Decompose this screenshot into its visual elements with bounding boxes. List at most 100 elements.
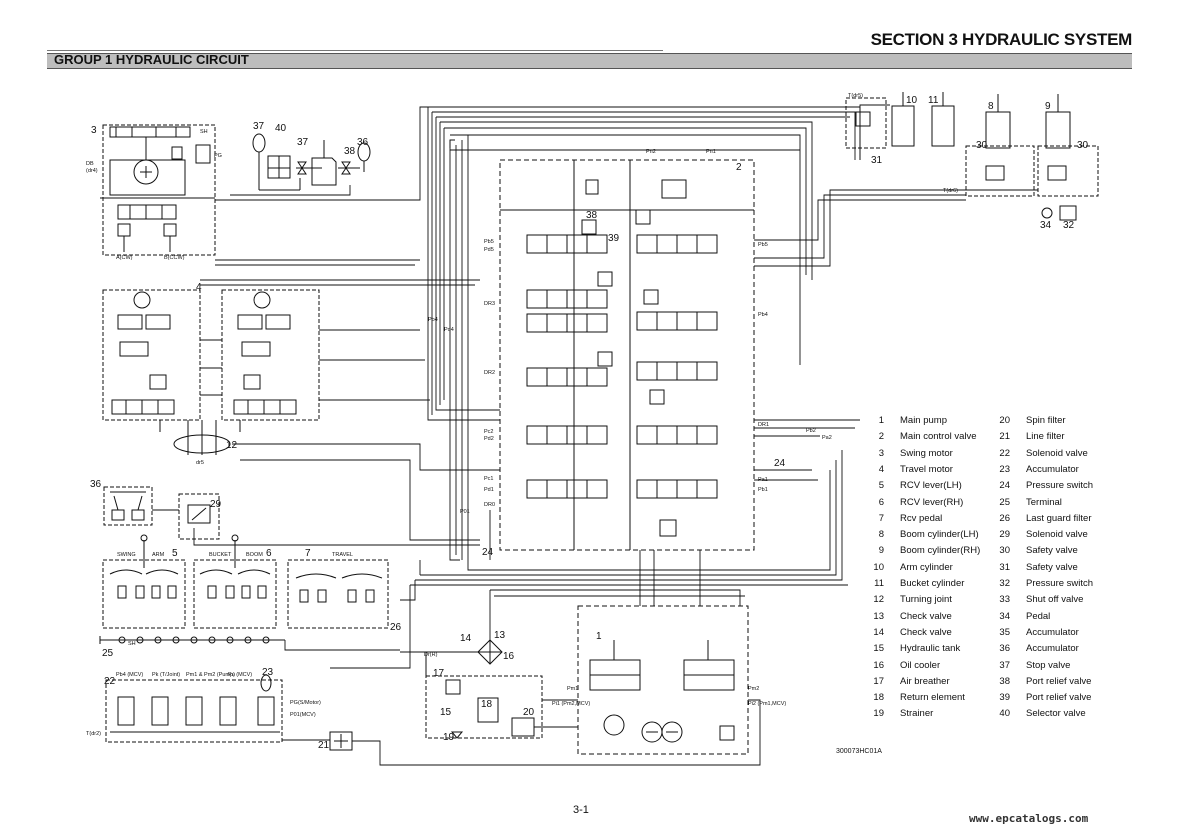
legend-number: 19 [873,708,884,720]
callout-19: 19 [443,732,455,743]
legend-component-name: Return element [900,692,965,704]
callout-14: 14 [460,633,472,644]
legend-component-name: Spin filter [1026,415,1066,426]
legend-number: 21 [999,431,1010,443]
legend-number: 22 [999,447,1010,459]
label-t-dr6: T(dr6) [943,188,958,194]
label-dr5: dr5 [196,460,204,466]
label-pc2: Pc2 [484,429,493,435]
label-pa2: Pa2 [822,435,832,441]
legend-number: 11 [874,578,884,589]
legend-component-name: Stop valve [1026,659,1071,671]
turning-joint [159,420,241,455]
callout-33: 34 [1040,220,1052,231]
callout-9: 9 [1045,101,1051,112]
legend-number: 13 [873,610,884,622]
main-pump [577,605,749,755]
component-numbers: 3 4 12 36 29 5 6 7 25 26 22 23 21 37 40 … [90,95,1089,751]
label-pb2: Pb2 [806,428,816,434]
label-pb5-r: Pb5 [758,242,768,248]
legend-number: 35 [999,626,1010,638]
label-p01: P01 [460,509,470,515]
legend-number: 37 [999,659,1010,671]
legend-component-name: Bucket cylinder [900,578,965,589]
label-bucket: BUCKET [209,552,232,558]
label-pu-mcv: Pu (MCV) [228,672,252,678]
label-pn1: Pn1 [706,149,716,155]
rcv-levers-block [99,534,389,644]
legend-component-name: Swing motor [900,447,953,459]
label-t-dr5: T(dr5) [848,93,863,99]
legend-component-name: Main pump [900,415,947,426]
legend-number: 33 [999,594,1010,606]
label-boom: BOOM [246,552,263,558]
legend-number: 15 [873,643,884,655]
legend-number: 3 [878,447,884,459]
legend-number: 38 [999,675,1010,687]
callout-24b: 24 [774,458,786,469]
legend-number: 18 [873,692,884,704]
legend-component-name: Boom cylinder(RH) [900,545,981,557]
legend-number: 2 [878,431,884,443]
legend-component-name: Pressure switch [1026,578,1094,589]
legend-number: 40 [999,708,1010,720]
terminal-row [118,636,270,644]
label-pg: PG [214,153,222,159]
legend-component-name: Accumulator [1026,463,1079,475]
legend-component-name: Rcv pedal [900,512,943,524]
label-pk-tjoint: Pk (T/Joint) [152,672,180,678]
group-title-bar [47,53,1132,69]
legend-component-name: Line filter [1026,431,1065,443]
callout-4: 4 [196,282,202,293]
top-rule [47,50,663,51]
page-number: 3-1 [573,804,589,816]
legend-number: 25 [999,496,1010,508]
legend-number: 12 [873,594,884,606]
legend-number: 20 [999,415,1010,426]
callout-11: 11 [928,95,939,106]
callout-32: 32 [1063,220,1075,231]
callout-6: 6 [266,548,272,559]
legend-number: 36 [999,643,1010,655]
legend-component-name: Safety valve [1026,561,1078,573]
pedal-block [103,486,220,540]
label-db: DB [86,161,94,167]
legend-component-name: Strainer [900,708,934,720]
callout-18: 18 [481,699,493,710]
label-pb5: Pb5 [484,239,494,245]
legend-component-name: Hydraulic tank [900,643,961,655]
label-pd4: Pd4 [444,327,454,333]
legend-number: 6 [878,496,884,508]
label-pi-pm1: Pi2 (Pm1,MCV) [748,701,786,707]
legend-number: 29 [999,529,1010,541]
callout-30: 30 [976,140,988,151]
legend-component-name: Terminal [1026,496,1062,508]
callout-40: 40 [275,123,287,134]
label-pd2: Pd2 [484,436,494,442]
legend-number: 17 [873,675,884,687]
callout-21: 21 [318,740,330,751]
label-sh: SH [200,129,208,135]
section-title: SECTION 3 HYDRAULIC SYSTEM [870,30,1133,49]
label-sh-terminal: SH [128,641,136,647]
callout-31: 31 [871,155,883,166]
label-dr0: DR0 [484,502,495,508]
label-pb4-r: Pb4 [758,312,768,318]
legend-component-name: Travel motor [900,463,953,475]
label-pm-pump: Pm1 & Pm2 (Pump) [186,672,235,678]
callout-34: 36 [90,479,102,490]
legend-number: 31 [999,561,1010,573]
callout-22: 22 [104,676,116,687]
legend-number: 1 [878,415,884,426]
legend-component-name: Solenoid valve [1026,447,1088,459]
label-pg-smotor: PG(S/Motor) [290,700,321,706]
callout-39: 39 [608,233,620,244]
legend-number: 23 [999,463,1010,475]
tank-group [329,639,543,751]
label-pb1: Pb1 [758,487,768,493]
callout-38: 38 [586,210,598,221]
callout-1: 1 [596,631,602,642]
legend-component-name: Turning joint [900,594,952,606]
diagram-port-labels: SWING ARM BUCKET BOOM TRAVEL SH PG DB (d… [86,93,958,737]
